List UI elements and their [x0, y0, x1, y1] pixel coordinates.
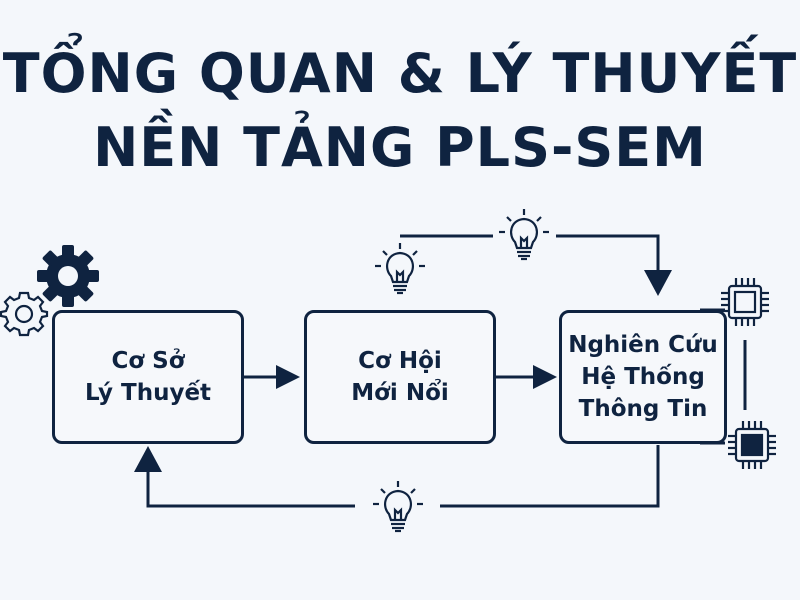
node-opportunity: Cơ Hội Mới Nổi — [304, 310, 496, 444]
node-label-line: Mới Nổi — [351, 380, 449, 406]
arrowhead-right-1 — [276, 365, 300, 389]
lightbulb-icon — [375, 243, 425, 295]
title-line-1: TỔNG QUAN & LÝ THUYẾT — [2, 42, 798, 105]
chip-icon-outline — [721, 278, 769, 326]
top-line-right — [556, 234, 660, 272]
node-label-line: Cơ Hội — [358, 348, 442, 374]
arrowhead-right-2 — [533, 365, 557, 389]
lightbulb-icon — [497, 207, 551, 261]
node-label-line: Thông Tin — [578, 396, 708, 422]
node-theory: Cơ Sở Lý Thuyết — [52, 310, 244, 444]
bottom-line-right — [440, 445, 660, 508]
node-label-line: Cơ Sở — [111, 348, 185, 374]
bottom-line-left — [146, 470, 355, 508]
node-is-research: Nghiên Cứu Hệ Thống Thông Tin — [559, 310, 727, 444]
gear-icon-outline — [0, 291, 49, 337]
arrowhead-down — [644, 270, 672, 296]
node-label-line: Nghiên Cứu — [568, 332, 718, 358]
arrowhead-up — [134, 446, 162, 472]
gear-icon-filled — [37, 245, 99, 307]
lightbulb-icon — [371, 479, 425, 533]
node-label-line: Lý Thuyết — [84, 380, 212, 406]
node-label-line: Hệ Thống — [581, 364, 705, 390]
title-line-2: NỀN TẢNG PLS-SEM — [93, 116, 707, 179]
chip-icon-filled — [728, 421, 776, 469]
